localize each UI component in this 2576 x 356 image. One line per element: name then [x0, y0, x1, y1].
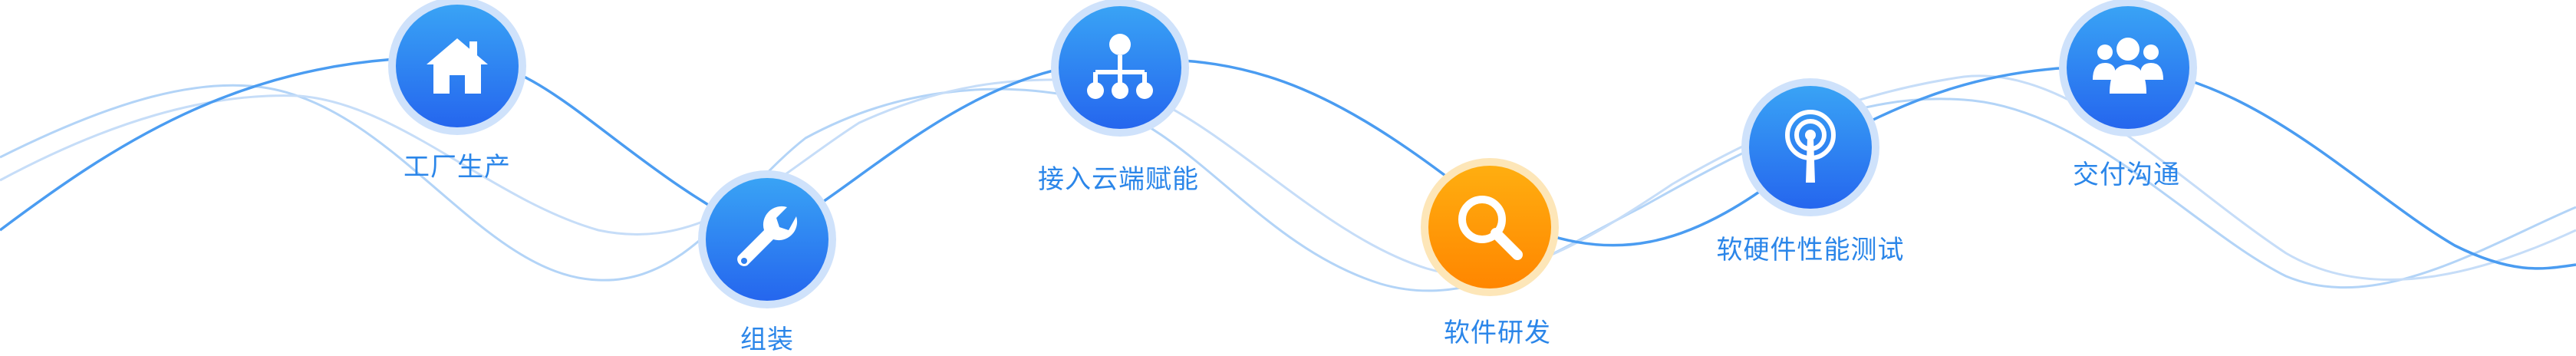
- icon-disc: [1428, 166, 1551, 288]
- icon-disc: [1749, 86, 1872, 209]
- step-label: 软硬件性能测试: [1716, 235, 1905, 265]
- step-label: 接入云端赋能: [1038, 164, 1199, 195]
- step-label: 组装: [740, 325, 794, 355]
- wave-line-light-b: [0, 74, 2576, 281]
- step-cloud-enablement: [1051, 0, 1189, 137]
- step-assembly: [698, 170, 836, 308]
- wrench-icon: [737, 206, 798, 266]
- step-label: 软件研发: [1444, 318, 1551, 348]
- icon-disc: [706, 178, 828, 301]
- icon-disc: [396, 5, 519, 127]
- step-hardware-software-testing: [1741, 78, 1879, 216]
- antenna-icon: [1785, 110, 1836, 183]
- network-icon: [1087, 34, 1153, 99]
- wave-line-light-a: [0, 84, 2576, 292]
- step-software-development: [1421, 158, 1559, 296]
- step-delivery-communication: [2059, 0, 2197, 137]
- search-icon: [1458, 196, 1523, 260]
- team-icon: [2093, 38, 2163, 94]
- home-icon: [427, 38, 488, 94]
- step-label: 工厂生产: [404, 152, 511, 183]
- step-label: 交付沟通: [2073, 160, 2180, 190]
- icon-disc: [1059, 6, 1181, 129]
- step-factory-production: [388, 0, 526, 135]
- icon-disc: [2067, 6, 2189, 129]
